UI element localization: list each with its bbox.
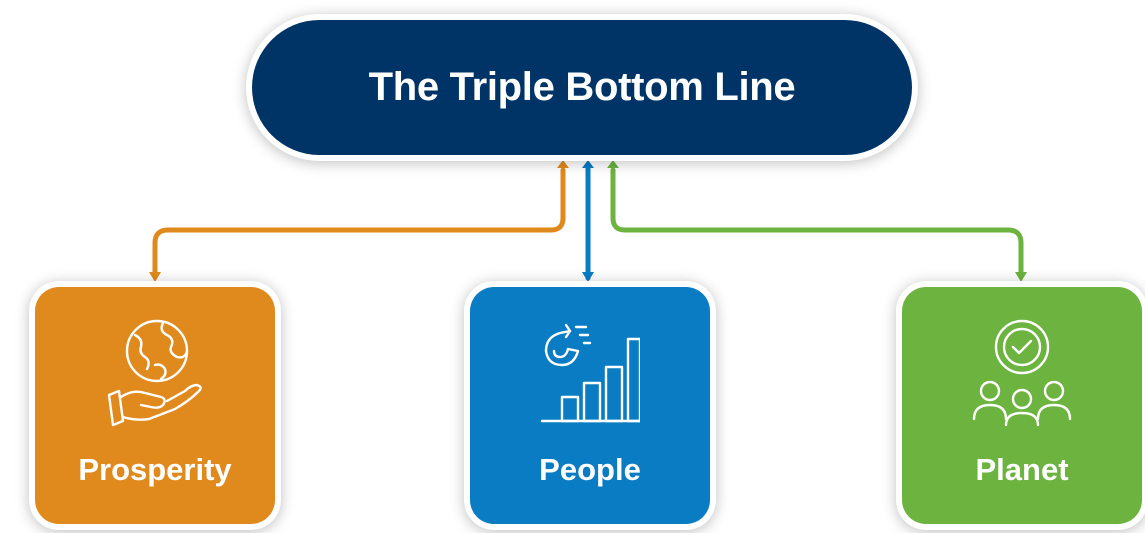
card-label-prosperity: Prosperity [78,452,232,487]
arrow-head-green [607,160,619,168]
globe-in-hand-icon [107,319,202,427]
connector-planet [610,167,1024,275]
diagram-title: The Triple Bottom Line [368,65,796,109]
arrow-head-blue [582,160,594,168]
arrow-head-orange-bottom [149,272,161,282]
arrow-head-green-bottom [1015,272,1027,282]
title-pill: The Triple Bottom Line [252,20,912,155]
growth-bar-chart-icon [540,323,640,423]
card-label-people: People [539,452,641,487]
arrow-head-orange [557,160,569,168]
card-people: People [470,287,710,524]
card-label-planet: Planet [975,452,1069,487]
arrow-head-blue-bottom [582,272,594,282]
connector-prosperity [152,167,566,275]
card-planet: Planet [902,287,1142,524]
community-check-icon [972,319,1072,427]
card-prosperity: Prosperity [35,287,275,524]
